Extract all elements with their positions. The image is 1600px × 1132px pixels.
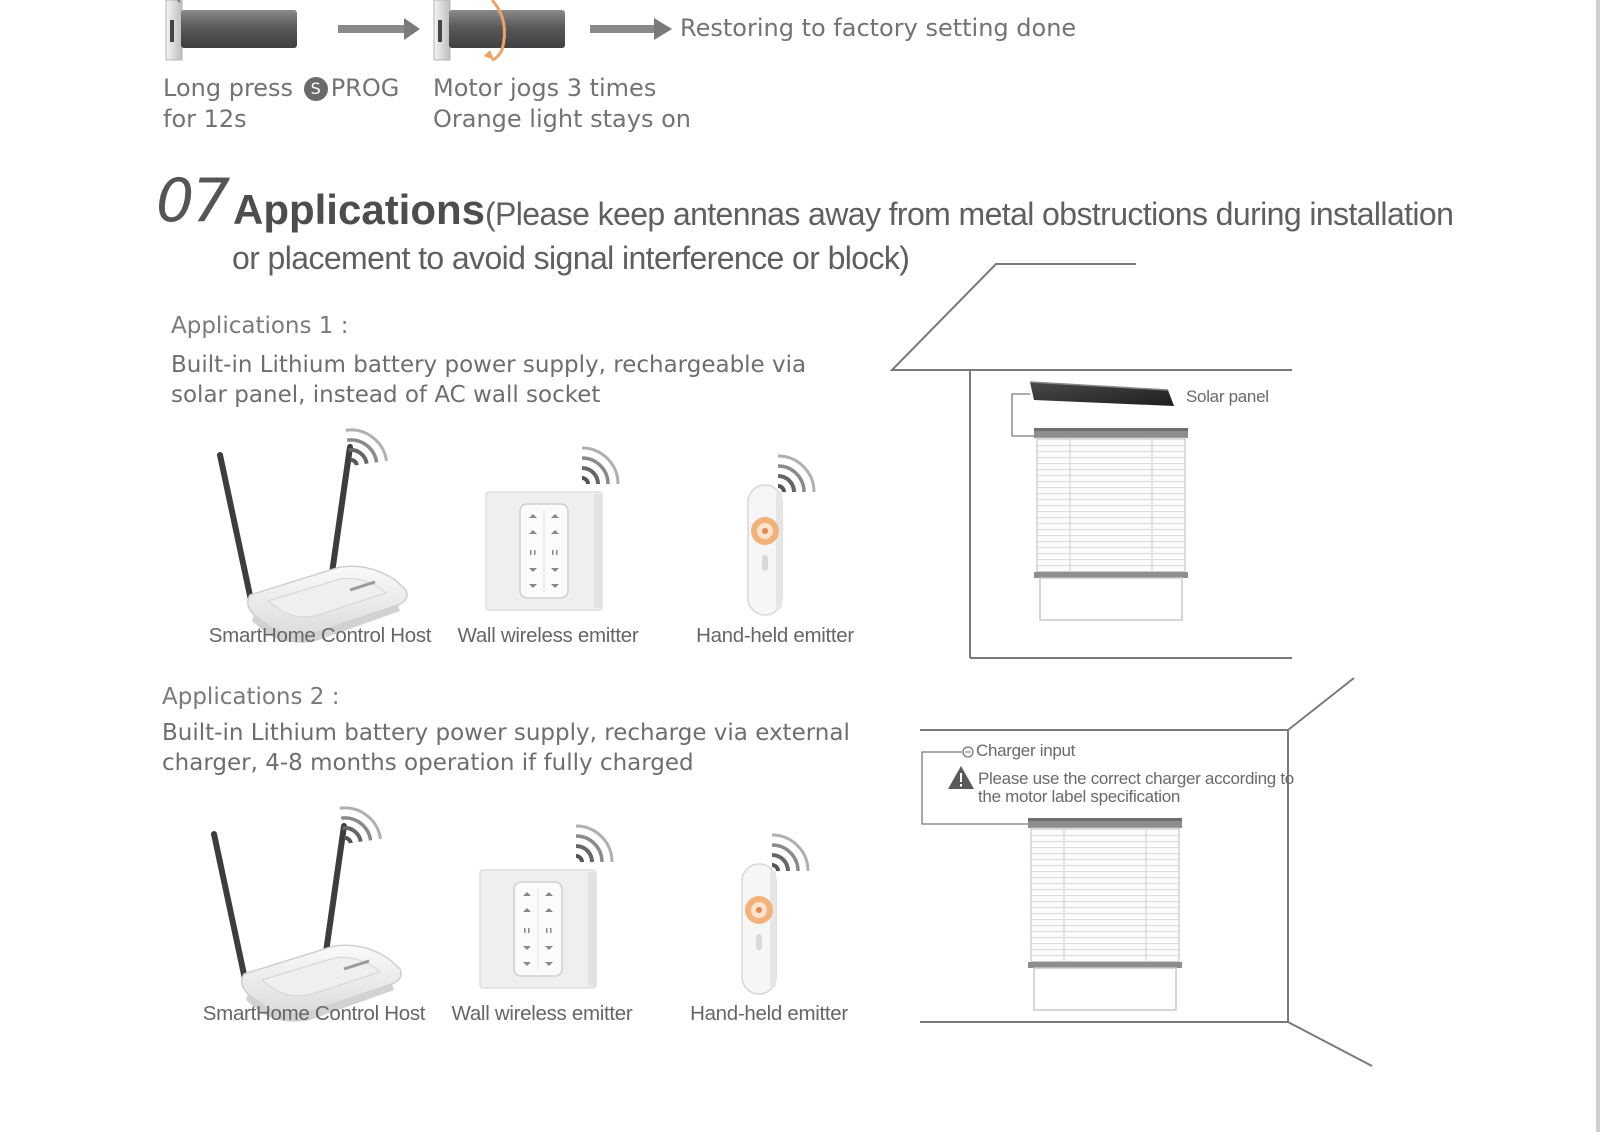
application1-description: Built-in Lithium battery power supply, r… — [171, 352, 807, 408]
blind-icon — [1033, 427, 1189, 621]
handheld-emitter-icon — [747, 484, 783, 616]
step2-line1: Motor jogs 3 times — [433, 74, 657, 102]
arrow-right-icon — [590, 18, 672, 40]
motor-jog-icon-step2 — [433, 0, 565, 62]
solar-panel-label: Solar panel — [1186, 387, 1269, 406]
wall-emitter-icon — [479, 869, 597, 989]
arrow-right-icon — [338, 18, 420, 40]
charger-port-icon — [962, 746, 974, 758]
handheld-emitter-icon — [741, 863, 777, 995]
device-label-host: SmartHome Control Host — [202, 1002, 426, 1025]
step1-duration: for 12s — [163, 105, 247, 133]
charger-input-label: Charger input — [976, 741, 1076, 760]
motor-icon-step1 — [165, 0, 297, 61]
house-diagram-solar — [889, 263, 1292, 659]
step1-suffix: PROG — [330, 74, 400, 102]
solar-panel-icon — [1029, 381, 1174, 406]
wifi-signal-icon — [770, 833, 810, 873]
wifi-signal-icon — [574, 824, 614, 864]
wifi-signal-icon — [337, 801, 383, 846]
wifi-signal-icon — [776, 454, 816, 494]
device-label-wall-emitter: Wall wireless emitter — [457, 624, 639, 647]
application2-description: Built-in Lithium battery power supply, r… — [162, 720, 850, 776]
wall-emitter-icon — [485, 491, 603, 611]
application1-heading: Applications 1 : — [171, 313, 349, 339]
device-label-handheld: Hand-held emitter — [696, 624, 854, 647]
device-label-host: SmartHome Control Host — [208, 624, 432, 647]
router-icon — [214, 826, 401, 1022]
house-diagram-charger — [920, 677, 1373, 1067]
step2-line2: Orange light stays on — [433, 105, 691, 133]
charger-warning-text: Please use the correct charger according… — [978, 769, 1294, 806]
router-icon — [220, 447, 407, 643]
warning-icon — [948, 766, 974, 789]
blind-icon — [1027, 817, 1183, 1011]
step1-prefix: Long press — [163, 74, 294, 102]
device-label-wall-emitter: Wall wireless emitter — [451, 1002, 633, 1025]
reset-done-text: Restoring to factory setting done — [680, 14, 1077, 42]
s-badge-icon: S — [303, 77, 328, 101]
device-label-handheld: Hand-held emitter — [690, 1002, 848, 1025]
wifi-signal-icon — [580, 446, 620, 486]
page-edge-divider — [1596, 0, 1600, 1132]
section-note-line2: or placement to avoid signal interferenc… — [232, 240, 910, 276]
section-number: 07 — [156, 166, 230, 236]
section-title: Applications — [233, 186, 486, 233]
application2-heading: Applications 2 : — [162, 684, 340, 710]
section-note-line1: (Please keep antennas away from metal ob… — [485, 196, 1454, 232]
